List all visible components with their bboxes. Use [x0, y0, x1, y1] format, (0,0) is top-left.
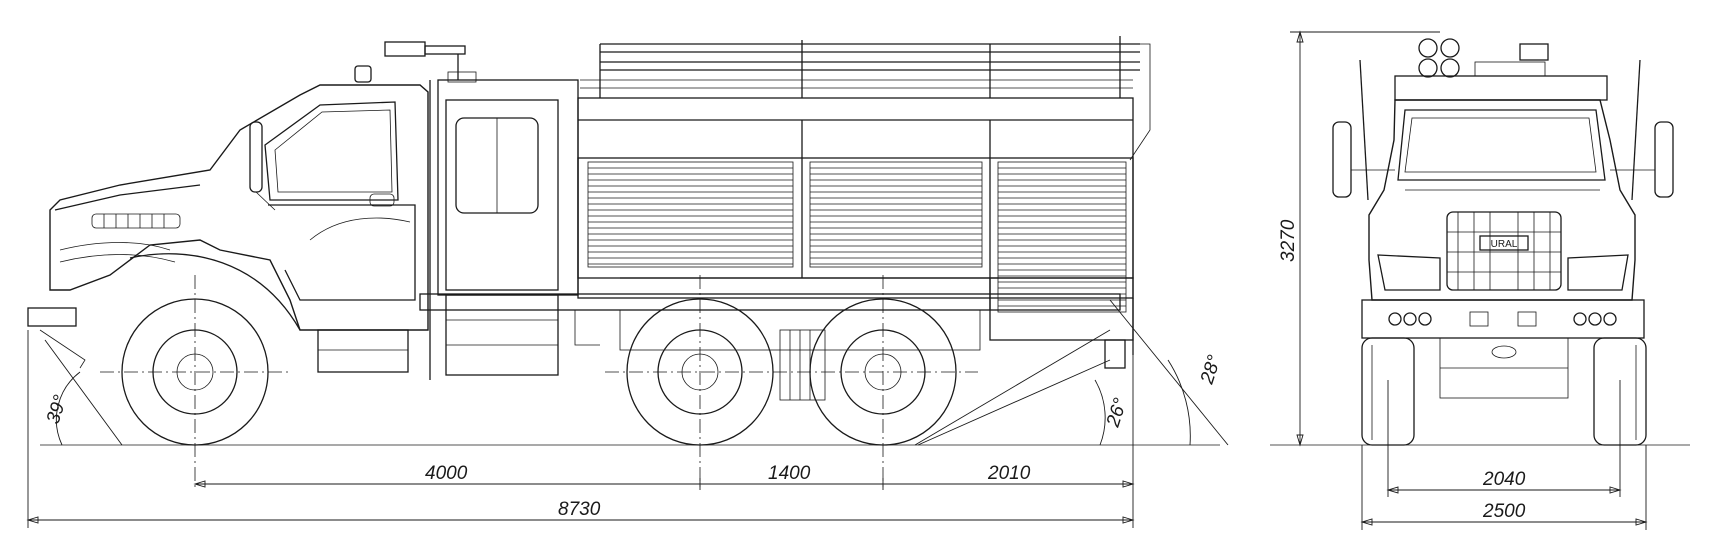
front-view-roof-equipment: [1359, 38, 1641, 201]
bumper-lights: [1388, 311, 1617, 327]
dim-rear-overhang: 2010: [987, 463, 1031, 484]
approach-angle-label: 39°: [43, 392, 72, 426]
front-cab: [27, 41, 466, 373]
front-dimension-lines: [1290, 30, 1648, 530]
roof-ladder: [580, 36, 1151, 161]
side-wheels: [100, 253, 978, 490]
rear-body: [577, 36, 1151, 341]
dim-overall-length: 8730: [558, 499, 601, 520]
crew-compartment: [429, 71, 579, 380]
front-wheel: [121, 253, 301, 446]
roller-shutters: [587, 161, 1127, 313]
departure-angle-label: 28°: [1196, 352, 1225, 387]
front-grille: URAL: [1446, 211, 1562, 291]
grille-badge: URAL: [1491, 239, 1518, 250]
dim-height: 3270: [1278, 219, 1299, 262]
dim-track: 2040: [1482, 469, 1526, 490]
dim-wheelbase-front: 4000: [425, 463, 468, 484]
dim-wheelbase-rear: 1400: [768, 463, 811, 484]
side-view-truck: 39° 26° 28° 4000 1400 2010 8730: [26, 36, 1229, 528]
dim-width: 2500: [1482, 501, 1526, 522]
angle-lines: [44, 299, 1229, 446]
front-view-truck: URAL: [1270, 30, 1690, 530]
side-grille: [91, 213, 181, 229]
side-dimension-lines: [26, 330, 1135, 528]
front-view-mirrors: [1332, 121, 1674, 198]
chassis-frame: [419, 293, 1134, 401]
ramp-angle-label: 26°: [1102, 395, 1131, 430]
front-view-tires: [1361, 337, 1647, 446]
